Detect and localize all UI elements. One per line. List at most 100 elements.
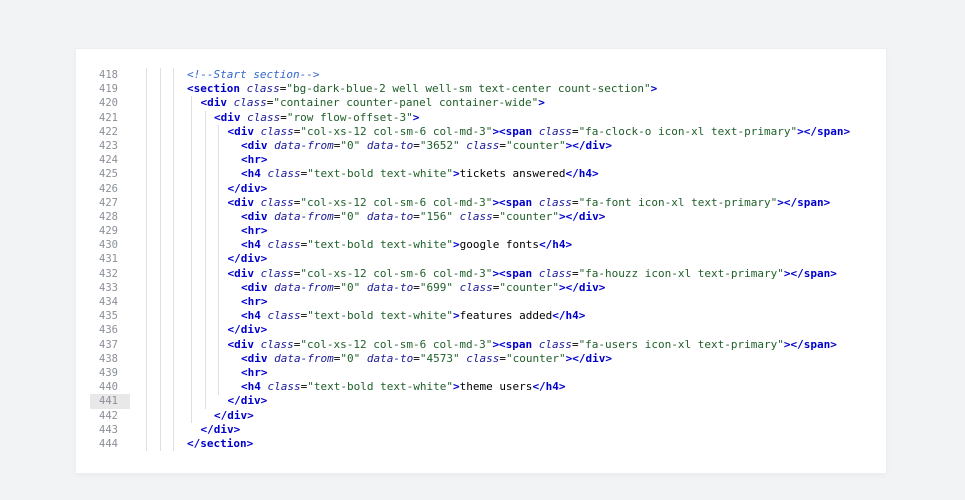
line-number: 428 (99, 210, 118, 223)
code-token: ></div> (558, 280, 606, 294)
code-token: "counter" (505, 138, 566, 152)
code-token: "fa-houzz icon-xl text-primary" (578, 266, 784, 280)
code-line[interactable]: 444</section> (76, 437, 886, 451)
line-number: 422 (99, 125, 118, 138)
code-token: class (466, 351, 500, 365)
code-token: > (452, 238, 460, 252)
code-token: = (499, 138, 506, 152)
code-token: "text-bold text-white" (307, 309, 453, 323)
code-token: = (300, 167, 308, 181)
code-token: theme users (459, 380, 533, 394)
code-text: <hr> (241, 295, 268, 309)
code-token: "156" (419, 209, 453, 223)
indent-guide (146, 68, 147, 452)
code-token: class (459, 209, 493, 223)
code-token: class (538, 337, 572, 351)
code-line[interactable]: 423<div data-from="0" data-to="3652" cla… (76, 139, 886, 153)
code-token (532, 125, 539, 138)
code-token: </h4> (532, 380, 566, 394)
code-token: "699" (419, 280, 453, 294)
code-editor[interactable]: 418<!--Start section-->419<section class… (76, 68, 886, 452)
code-token: = (300, 238, 308, 252)
code-text: </div> (228, 323, 268, 337)
code-token: data-to (366, 138, 414, 152)
code-token: "bg-dark-blue-2 well well-sm text-center… (286, 82, 651, 96)
line-number: 421 (99, 111, 118, 124)
code-line[interactable]: 443 </div> (76, 423, 886, 437)
code-line[interactable]: 442</div> (76, 409, 886, 423)
code-token: class (260, 266, 294, 280)
code-line[interactable]: 426</div> (76, 182, 886, 196)
code-token: ></div> (565, 351, 612, 365)
code-line[interactable]: 441</div> (76, 394, 886, 409)
code-token: > (412, 110, 420, 124)
code-line[interactable]: 421<div class="row flow-offset-3"> (76, 111, 886, 125)
code-line[interactable]: 419<section class="bg-dark-blue-2 well w… (76, 82, 886, 96)
code-token: = (266, 96, 274, 110)
code-token: class (267, 238, 301, 252)
code-line[interactable]: 430<h4 class="text-bold text-white">goog… (76, 238, 886, 252)
code-line[interactable]: 428 <div data-from="0" data-to="156" clas… (76, 210, 886, 224)
code-token (261, 167, 268, 180)
code-token: = (571, 195, 579, 209)
indent-guide (160, 68, 161, 452)
code-token: > (538, 96, 545, 110)
code-token: = (293, 266, 301, 280)
code-token: "fa-users icon-xl text-primary" (578, 337, 784, 351)
code-line[interactable]: 438<div data-from="0" data-to="4573" cla… (76, 352, 886, 366)
code-token: = (413, 280, 420, 294)
code-line[interactable]: 427<div class="col-xs-12 col-sm-6 col-md… (76, 196, 886, 210)
code-token (254, 267, 261, 280)
code-token (360, 210, 367, 223)
code-token: data-to (366, 280, 414, 294)
code-line[interactable]: 440<h4 class="text-bold text-white">them… (76, 380, 886, 394)
code-token: = (492, 280, 500, 294)
code-token: ></div> (558, 209, 606, 223)
code-line[interactable]: 418<!--Start section--> (76, 68, 886, 82)
code-text: </div> (228, 394, 268, 408)
code-line[interactable]: 420<div class="container counter-panel c… (76, 96, 886, 110)
code-token: class (459, 280, 493, 294)
code-line[interactable]: 422 <div class="col-xs-12 col-sm-6 col-md… (76, 125, 886, 139)
line-number: 424 (99, 154, 118, 167)
code-line[interactable]: 433<div data-from="0" data-to="699" clas… (76, 281, 886, 295)
code-token: </h4> (552, 309, 586, 323)
code-token: features added (459, 309, 553, 323)
code-token: "col-xs-12 col-sm-6 col-md-3" (300, 124, 493, 138)
code-token: "counter" (499, 209, 559, 223)
code-text: <div class="col-xs-12 col-sm-6 col-md-3"… (228, 267, 837, 281)
code-line[interactable]: 425<h4 class="text-bold text-white">tick… (76, 167, 886, 181)
indent-guide (173, 68, 174, 452)
line-number: 443 (99, 423, 118, 436)
code-token: </div> (227, 394, 268, 408)
code-token (532, 338, 539, 351)
code-token: ></div> (565, 138, 612, 152)
code-line[interactable]: 436</div> (76, 323, 886, 337)
line-number: 423 (99, 139, 118, 152)
code-token (261, 309, 268, 322)
code-line[interactable]: 432<div class="col-xs-12 col-sm-6 col-md… (76, 267, 886, 281)
code-line[interactable]: 439<hr> (76, 366, 886, 380)
code-token: ></span> (777, 195, 831, 209)
code-token: <h4 (241, 167, 261, 181)
code-token: class (260, 337, 294, 351)
code-line[interactable]: 424<hr> (76, 153, 886, 167)
code-token: = (280, 110, 287, 124)
code-line[interactable]: 429<hr> (76, 224, 886, 238)
code-text: </section> (187, 437, 253, 451)
code-token: = (300, 380, 308, 394)
code-token: "0" (340, 280, 361, 294)
code-token: <hr> (241, 365, 268, 379)
code-line[interactable]: 434<hr> (76, 295, 886, 309)
code-line[interactable]: 435<h4 class="text-bold text-white">feat… (76, 309, 886, 323)
code-text: </div> (201, 423, 241, 437)
code-line[interactable]: 437<div class="col-xs-12 col-sm-6 col-md… (76, 338, 886, 352)
code-line[interactable]: 431</div> (76, 252, 886, 266)
code-token: "fa-clock-o icon-xl text-primary" (578, 124, 798, 138)
code-text: <div class="col-xs-12 col-sm-6 col-md-3"… (228, 125, 851, 139)
code-token: ><span (492, 337, 533, 351)
code-token: "3652" (419, 138, 460, 152)
code-text: <div data-from="0" data-to="156" class="… (241, 210, 605, 224)
code-token: </div> (200, 422, 241, 436)
code-token: class (260, 124, 294, 138)
